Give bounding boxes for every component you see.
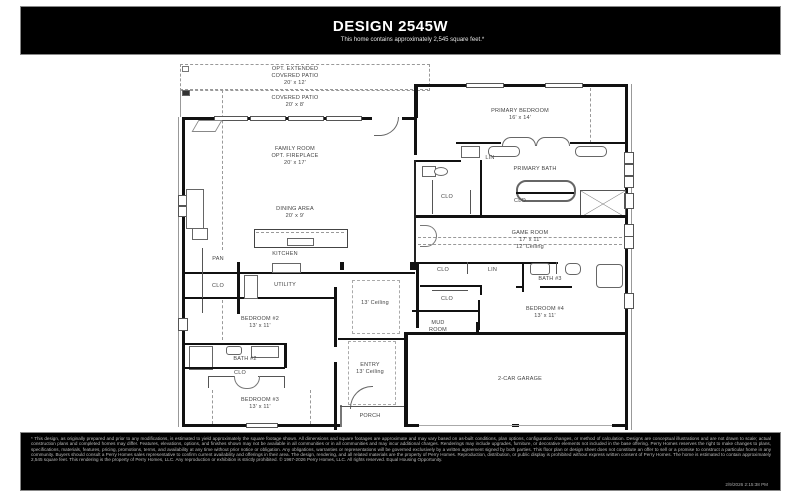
- room-garage: 2-CAR GARAGE: [498, 376, 542, 382]
- primary-toilet-bowl-icon: [434, 167, 448, 176]
- room-name: GAME ROOM: [511, 230, 549, 236]
- room-name: PRIMARY BEDROOM: [491, 108, 549, 114]
- design-title: DESIGN 2545W: [332, 18, 449, 35]
- disclaimer-footer: * This design, as originally prepared an…: [20, 432, 781, 491]
- room-mud: MUD ROOM: [420, 320, 456, 334]
- room-bedroom-4: BEDROOM #4 13' x 11': [505, 306, 585, 320]
- room-size: 16' x 14': [509, 115, 531, 121]
- room-bedroom-2: BEDROOM #2 13' x 11': [225, 316, 295, 330]
- opt-patio-outline: [180, 64, 430, 91]
- room-primary-closet-2: CLO: [514, 198, 526, 204]
- timestamp: 2/9/2026 2:15:38 PM: [725, 482, 768, 487]
- primary-shower: [580, 190, 626, 218]
- room-dining: DINING AREA 20' x 9': [240, 206, 350, 220]
- bath3-sink-icon: [530, 263, 550, 275]
- hall-ceiling-note: 13' Ceiling: [361, 300, 389, 306]
- patio-column-icon: [182, 90, 190, 96]
- room-primary-bedroom: PRIMARY BEDROOM 16' x 14': [470, 108, 570, 122]
- room-name: BEDROOM #4: [525, 306, 565, 312]
- game-room-door-swing: [420, 225, 437, 247]
- pantry-door-icon: [192, 228, 208, 240]
- room-bed4-closet: CLO: [441, 296, 453, 302]
- room-size: 13' x 11': [249, 404, 271, 410]
- room-name: BEDROOM #3: [240, 397, 280, 403]
- covered-patio-outline: [180, 89, 417, 117]
- room-size: 20' x 9': [285, 213, 305, 219]
- room-ceiling: 12' Ceiling: [516, 244, 544, 250]
- room-name: OPT. EXTENDED: [271, 66, 319, 72]
- bath3-toilet-icon: [565, 263, 581, 275]
- stove-icon: [272, 263, 301, 273]
- room-name-2: COVERED PATIO: [271, 73, 319, 79]
- fireplace-icon: [191, 120, 223, 132]
- primary-sink-right-icon: [575, 146, 607, 157]
- room-bed3-closet: CLO: [234, 370, 246, 376]
- room-size: 13' x 11': [534, 313, 556, 319]
- room-name: ENTRY: [360, 362, 380, 368]
- room-game: GAME ROOM 17' x 11' 12' Ceiling: [480, 230, 580, 251]
- room-name: DINING AREA: [276, 206, 314, 212]
- room-ceiling: 13' Ceiling: [356, 369, 384, 375]
- room-hall-closet: CLO: [437, 267, 449, 273]
- pantry-shelves: [186, 189, 204, 229]
- room-opt-patio: OPT. EXTENDED COVERED PATIO 20' x 12': [230, 66, 360, 87]
- room-bath-2: BATH #2: [233, 356, 257, 362]
- room-size: 20' x 8': [285, 102, 305, 108]
- primary-bath-door-swing-2: [536, 137, 570, 146]
- room-family: FAMILY ROOM OPT. FIREPLACE 20' x 17': [240, 146, 350, 167]
- kitchen-sink-icon: [287, 238, 314, 246]
- room-name: MUD: [431, 320, 445, 326]
- room-size: 20' x 17': [284, 160, 306, 166]
- room-bath-3: BATH #3: [538, 276, 562, 282]
- washer-dryer: [244, 275, 258, 299]
- room-bedroom-3: BEDROOM #3 13' x 11': [225, 397, 295, 411]
- plan-header: DESIGN 2545W This home contains approxim…: [20, 6, 781, 55]
- room-size: 13' x 11': [249, 323, 271, 329]
- room-primary-linen: LIN: [485, 155, 495, 161]
- room-utility-closet: CLO: [212, 283, 224, 289]
- primary-sink-left-icon: [488, 146, 520, 157]
- patio-door-swing: [374, 117, 399, 136]
- room-kitchen: KITCHEN: [272, 251, 298, 257]
- room-primary-closet-1: CLO: [441, 194, 453, 200]
- room-name: BEDROOM #2: [240, 316, 280, 322]
- room-name: FAMILY ROOM: [275, 146, 315, 152]
- room-size: 20' x 12': [284, 80, 306, 86]
- room-porch: PORCH: [359, 413, 381, 419]
- square-footage-note: This home contains approximately 2,545 s…: [340, 37, 485, 43]
- room-primary-bath: PRIMARY BATH: [513, 166, 557, 172]
- room-name-2: ROOM: [429, 327, 447, 333]
- room-utility: UTILITY: [274, 282, 296, 288]
- room-name: COVERED PATIO: [271, 95, 319, 101]
- room-covered-patio: COVERED PATIO 20' x 8': [230, 95, 360, 109]
- primary-bath-door-swing: [502, 137, 536, 146]
- bath2-tub: [189, 346, 213, 370]
- bath2-sink-icon: [251, 346, 279, 358]
- primary-tub: [516, 180, 576, 202]
- room-entry: ENTRY 13' Ceiling: [340, 362, 400, 376]
- hall-ceiling-outline: [352, 280, 400, 334]
- disclaimer-text: * This design, as originally prepared an…: [31, 436, 771, 463]
- room-size: 17' x 11': [519, 237, 541, 243]
- opt-patio-column-icon: [182, 66, 189, 72]
- bath2-toilet-icon: [226, 346, 242, 355]
- bath3-tub: [596, 264, 623, 288]
- room-pantry: PAN: [212, 256, 224, 262]
- room-hall-linen: LIN: [487, 267, 498, 273]
- closet-door-swing: [234, 376, 260, 389]
- room-name-2: OPT. FIREPLACE: [271, 153, 319, 159]
- linen-shelf: [461, 146, 480, 158]
